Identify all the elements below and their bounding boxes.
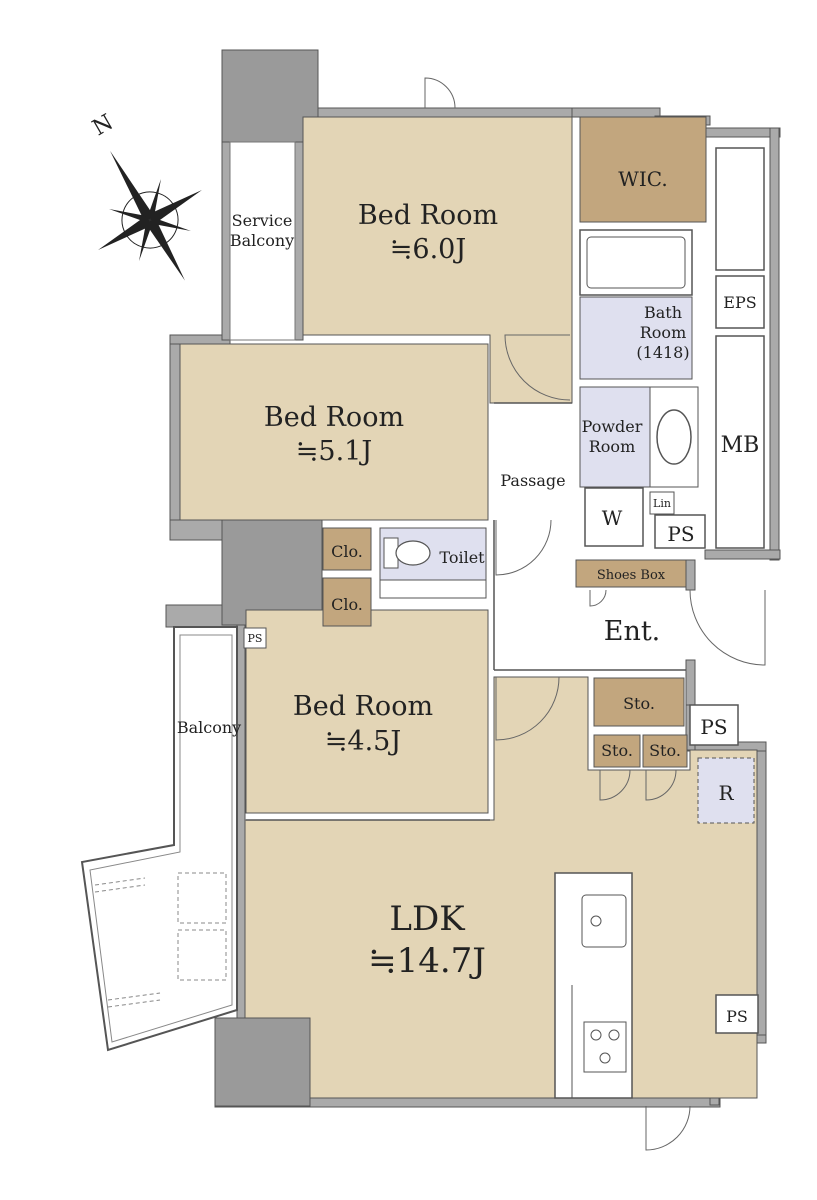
balcony-label: Balcony <box>177 718 241 737</box>
bed-room-5-size: ≒5.1J <box>296 436 372 467</box>
bath-room-label-1: Bath <box>644 303 682 322</box>
ps-label-bath: PS <box>667 522 694 546</box>
balcony <box>80 626 238 1052</box>
ps-label-entrance: PS <box>700 715 727 739</box>
mb-label: MB <box>721 433 760 458</box>
service-balcony-label-1: Service <box>232 211 293 230</box>
linen-label: Lin <box>653 497 671 510</box>
passage-label: Passage <box>500 471 565 490</box>
north-label: N <box>89 110 118 141</box>
bed-room-5-name: Bed Room <box>264 402 404 433</box>
ldk-name: LDK <box>389 899 465 939</box>
washer-label: W <box>602 506 623 530</box>
wet-areas <box>379 229 706 599</box>
kitchen-counter <box>554 872 633 1099</box>
interior-partitions <box>246 402 686 821</box>
bed-room-6-name: Bed Room <box>358 200 498 231</box>
wic-label: WIC. <box>618 167 667 191</box>
closets <box>322 527 688 768</box>
ps-label-kitchen: PS <box>726 1007 748 1026</box>
service-balcony <box>229 141 296 341</box>
bed-room-4-name: Bed Room <box>293 691 433 722</box>
bath-room-size: (1418) <box>636 343 689 362</box>
powder-room-label-1: Powder <box>582 417 643 436</box>
bath-room-label-2: Room <box>640 323 686 342</box>
entrance-label: Ent. <box>604 616 661 647</box>
ps-label-balcony: PS <box>248 632 263 645</box>
bed-room-4-size: ≒4.5J <box>325 726 401 757</box>
closet-label-2: Clo. <box>331 595 363 614</box>
storage-label-3: Sto. <box>649 741 681 760</box>
shafts <box>243 147 765 1034</box>
compass-rose-icon <box>98 150 202 281</box>
powder-room-label-2: Room <box>589 437 635 456</box>
eps-label: EPS <box>723 293 756 312</box>
ldk-size: ≒14.7J <box>368 941 486 981</box>
storage-label-1: Sto. <box>623 694 655 713</box>
closet-label-1: Clo. <box>331 542 363 561</box>
toilet-label: Toilet <box>439 548 485 567</box>
shoes-box-label: Shoes Box <box>597 568 666 583</box>
structural-pillars <box>214 49 323 1107</box>
service-balcony-label-2: Balcony <box>230 231 294 250</box>
storage-label-2: Sto. <box>601 741 633 760</box>
door-swings <box>424 77 766 1151</box>
refrigerator-label: R <box>718 781 734 805</box>
bed-room-6-size: ≒6.0J <box>390 234 466 265</box>
